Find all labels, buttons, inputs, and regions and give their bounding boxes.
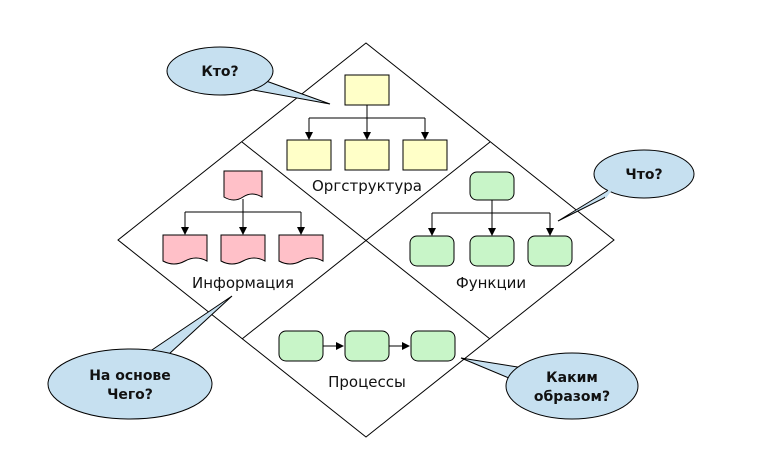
- processes-label: Процессы: [328, 373, 406, 391]
- bubble-what-tail: [557, 187, 613, 222]
- proc-box-3: [410, 330, 456, 362]
- info-doc-mid: [220, 234, 266, 265]
- functions-chart: Функции: [409, 171, 573, 292]
- diamond-frame: [117, 42, 615, 438]
- org-box-mid: [344, 139, 390, 171]
- proc-box-1: [278, 330, 324, 362]
- bubble-who-text: Кто?: [201, 64, 238, 80]
- bubble-what-shape: [593, 149, 695, 199]
- org-box-left: [286, 139, 332, 171]
- func-box-left: [409, 235, 455, 267]
- bubble-how-shape: [505, 352, 639, 420]
- processes-chart: Процессы: [278, 330, 456, 391]
- info-doc-left: [162, 234, 208, 265]
- bubble-who: Кто?: [166, 46, 331, 105]
- diamond-outline: [117, 42, 615, 438]
- org-chart: Оргструктура: [286, 74, 448, 195]
- bubble-what-text: Что?: [625, 167, 662, 183]
- func-box-top: [469, 171, 515, 201]
- bubble-how-line1: Каким: [546, 370, 598, 386]
- bubble-how: Каким образом?: [460, 352, 639, 420]
- info-doc-top: [223, 170, 263, 201]
- org-box-right: [402, 139, 448, 171]
- func-box-right: [527, 235, 573, 267]
- bubble-basis: На основе Чего?: [47, 295, 233, 420]
- bubble-what: Что?: [557, 149, 695, 222]
- functions-label: Функции: [456, 274, 526, 292]
- func-box-mid: [469, 235, 515, 267]
- info-label: Информация: [192, 274, 294, 292]
- org-label: Оргструктура: [312, 177, 422, 195]
- bubble-who-shape: [166, 46, 274, 96]
- proc-box-2: [344, 330, 390, 362]
- bubble-how-line2: образом?: [534, 389, 610, 405]
- org-box-top: [344, 74, 390, 106]
- bubble-basis-line2: Чего?: [107, 387, 153, 403]
- info-chart: Информация: [162, 170, 324, 292]
- bubble-basis-shape: [47, 348, 213, 420]
- bubble-basis-line1: На основе: [89, 368, 171, 384]
- info-doc-right: [278, 234, 324, 265]
- divider-right: [241, 141, 491, 340]
